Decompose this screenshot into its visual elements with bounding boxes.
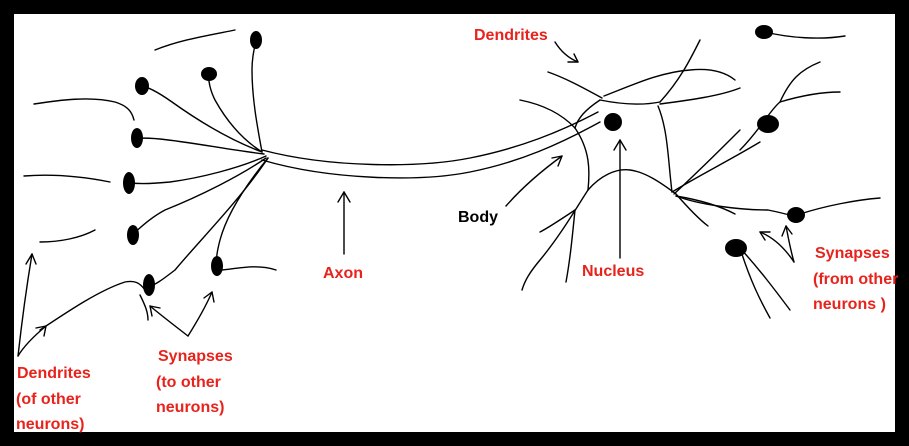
label-dendrites-other-line1: Dendrites [17,365,91,382]
label-synapses-to-line1: Synapses [158,348,233,365]
label-synapses-from-line1: Synapses [815,245,890,262]
frame-right [895,0,909,446]
label-synapses-to-line2: (to other [156,374,221,391]
synapse-blob [211,256,223,276]
label-nucleus: Nucleus [582,263,644,280]
axon [262,112,600,178]
label-synapses-from-line2: (from other [813,271,898,288]
frame-bottom [0,432,909,446]
frame-top [0,0,909,14]
label-synapses-from-line3: neurons ) [813,296,886,313]
label-synapses-to-line3: neurons) [156,399,224,416]
label-arrows [18,42,794,356]
synapse-blob [131,128,143,148]
label-body: Body [458,209,498,226]
synapse-blob [135,77,149,95]
synapse-blob [757,115,779,133]
synapses-from-other-neurons [725,25,805,257]
frame-left [0,0,14,446]
label-axon: Axon [323,265,363,282]
synapses-to-other-neurons [123,31,262,296]
synapse-blob [127,225,139,245]
synapse-blob [143,274,155,296]
synapse-blob [123,172,135,194]
synapse-blob [725,239,747,257]
label-dendrites-top: Dendrites [474,27,548,44]
label-dendrites-other-line3: neurons) [16,416,84,433]
synapse-blob [250,31,262,49]
label-dendrites-other-line2: (of other [16,391,81,408]
synapse-blob [201,67,217,81]
synapse-blob [787,207,805,223]
nucleus [604,113,622,131]
synapse-blob [755,25,773,39]
